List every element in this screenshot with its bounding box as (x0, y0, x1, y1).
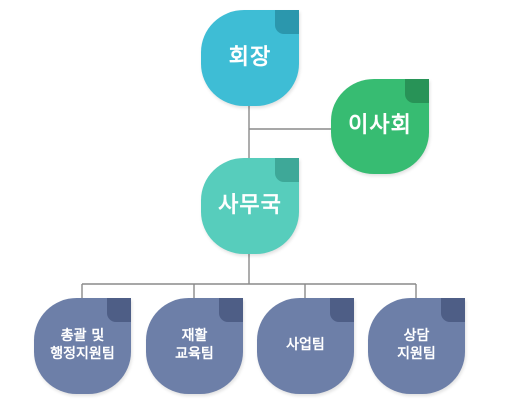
node-team-counseling: 상담 지원팀 (368, 298, 465, 394)
page-fold-icon (219, 298, 243, 322)
node-chairman: 회장 (201, 10, 299, 106)
node-team-general: 총괄 및 행정지원팀 (34, 298, 131, 394)
page-fold-icon (275, 10, 299, 34)
page-fold-icon (330, 298, 354, 322)
node-secretariat: 사무국 (201, 158, 299, 254)
node-team-general-label: 총괄 및 행정지원팀 (50, 328, 115, 362)
node-secretariat-label: 사무국 (218, 192, 282, 218)
page-fold-icon (107, 298, 131, 322)
page-fold-icon (405, 79, 429, 103)
node-team-business-label: 사업팀 (286, 337, 325, 354)
node-team-rehab-label: 재활 교육팀 (175, 328, 214, 362)
node-team-rehab: 재활 교육팀 (146, 298, 243, 394)
node-board-label: 이사회 (348, 113, 412, 139)
node-team-counseling-label: 상담 지원팀 (397, 328, 436, 362)
node-board: 이사회 (331, 79, 429, 174)
page-fold-icon (441, 298, 465, 322)
node-chairman-label: 회장 (228, 44, 272, 70)
page-fold-icon (275, 158, 299, 182)
node-team-business: 사업팀 (257, 298, 354, 394)
